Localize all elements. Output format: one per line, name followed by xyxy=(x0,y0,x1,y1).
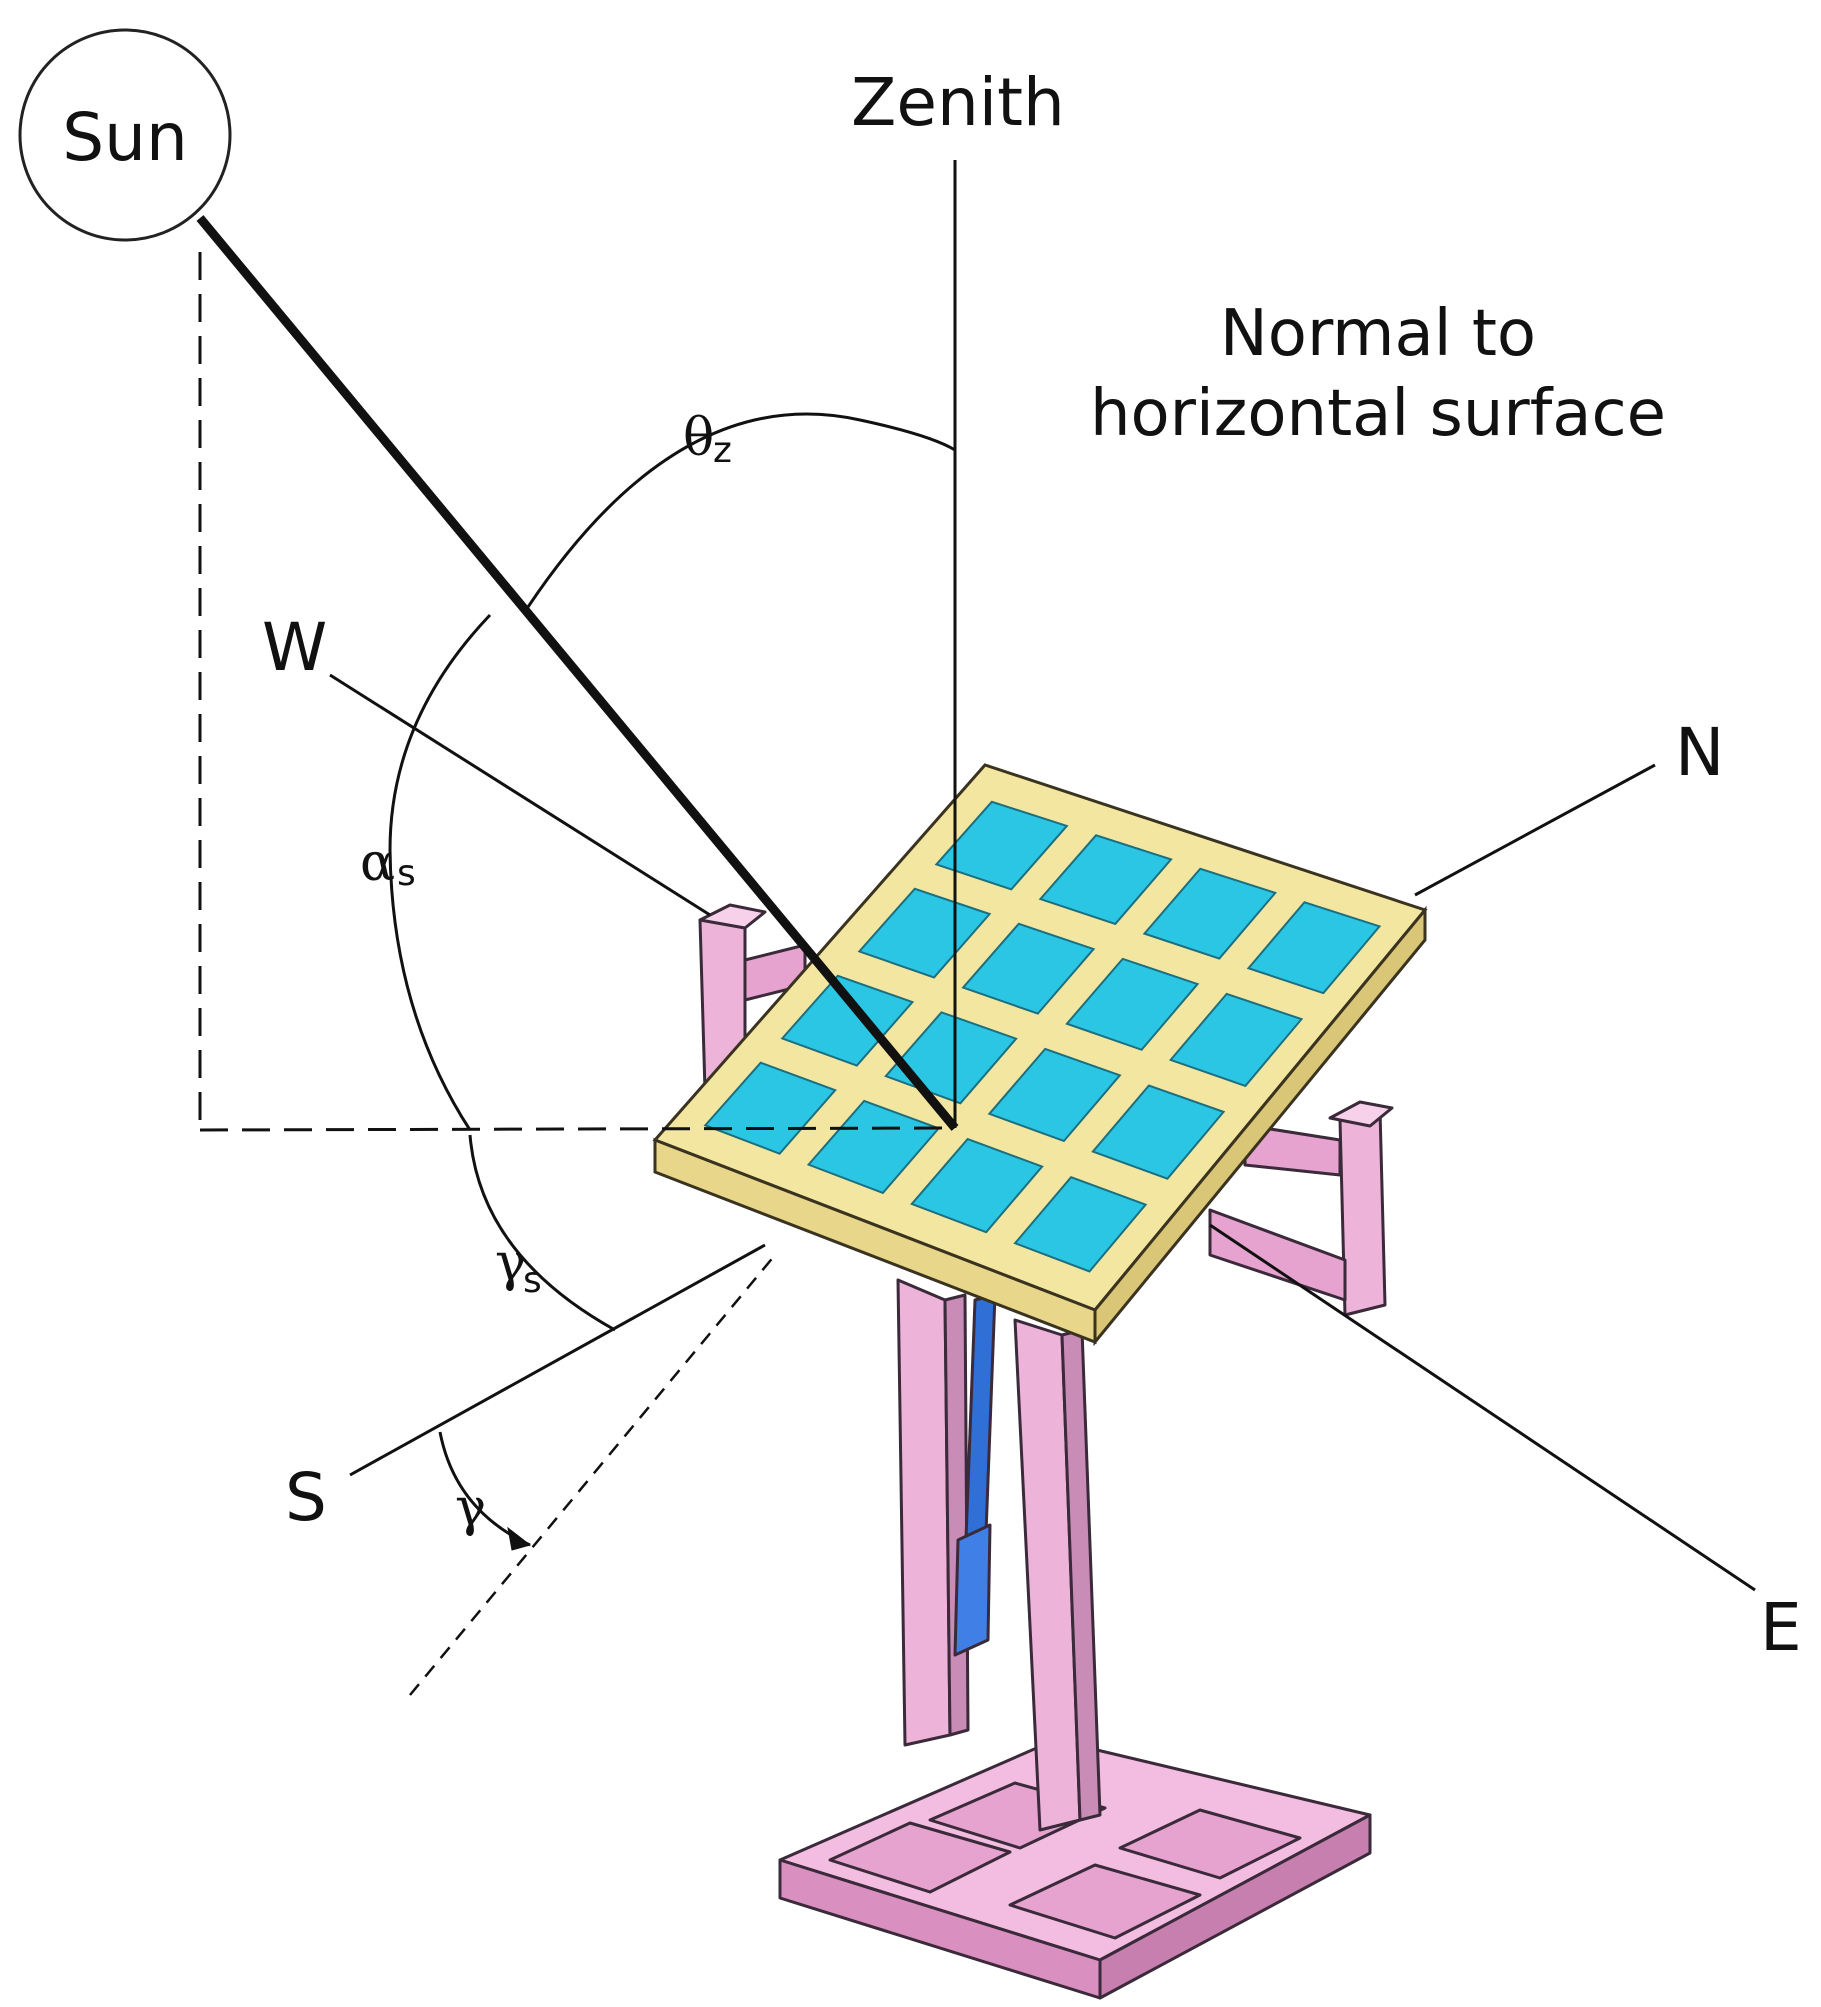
pv-cell xyxy=(987,1047,1122,1143)
solar-panel xyxy=(652,763,1428,1347)
reference-lines xyxy=(196,160,1756,1696)
base-plate-side xyxy=(1098,1813,1372,2000)
normal-label-line1: Normal to xyxy=(1220,297,1536,371)
altitude-angle-subscript: s xyxy=(397,853,416,894)
base-well xyxy=(828,1821,1012,1894)
zenith-label: Zenith xyxy=(851,64,1065,141)
solar-azimuth-arc xyxy=(468,1134,616,1332)
pv-cell xyxy=(961,922,1096,1015)
base-well xyxy=(1008,1863,1202,1940)
solar-azimuth-symbol: γ xyxy=(495,1233,526,1293)
right-bracket xyxy=(1338,1108,1387,1317)
north-axis-line xyxy=(1414,763,1656,897)
left-post-side xyxy=(943,1293,970,1737)
pv-cell xyxy=(780,974,915,1067)
sun-projection-dashed-line xyxy=(199,1126,956,1132)
pv-cell xyxy=(1168,992,1304,1088)
altitude-angle-label: α s xyxy=(360,833,416,894)
actuator-motor xyxy=(953,1523,992,1657)
pv-cell xyxy=(857,887,992,979)
surface-azimuth-dashed-line xyxy=(409,1254,776,1696)
south-label: S xyxy=(285,1459,327,1536)
normal-label-line2: horizontal surface xyxy=(1090,377,1666,451)
right-bracket-top xyxy=(1328,1100,1394,1128)
east-axis-line xyxy=(1209,1223,1756,1592)
altitude-angle-arc xyxy=(388,613,492,1131)
south-axis-line xyxy=(349,1243,766,1477)
pv-cell xyxy=(934,800,1069,891)
west-label: W xyxy=(262,609,327,686)
pv-cell xyxy=(1142,867,1278,960)
pv-cell xyxy=(1038,834,1173,926)
right-bracket-lower xyxy=(1208,1208,1347,1302)
zenith-angle-label: θ z xyxy=(683,408,732,471)
altitude-angle-symbol: α xyxy=(360,833,395,893)
pv-cell xyxy=(910,1137,1044,1234)
pv-cell xyxy=(703,1061,837,1155)
east-label: E xyxy=(1760,1589,1802,1666)
zenith-angle-symbol: θ xyxy=(683,408,714,468)
north-label: N xyxy=(1675,714,1724,791)
west-axis-line xyxy=(329,673,711,917)
sun-ray xyxy=(196,215,959,1131)
zenith-angle-subscript: z xyxy=(713,430,732,471)
base-well xyxy=(1118,1808,1302,1880)
solar-azimuth-label: γ s xyxy=(495,1233,542,1301)
sun-circle xyxy=(18,28,232,242)
sun-label: Sun xyxy=(62,99,188,176)
pv-cell xyxy=(1013,1176,1148,1273)
left-bracket-top xyxy=(698,903,767,930)
panel-cells xyxy=(703,800,1382,1273)
sun: Sun xyxy=(18,28,232,242)
pv-cell xyxy=(1246,901,1382,995)
surface-azimuth-arrowhead xyxy=(507,1526,532,1551)
surface-azimuth-label: γ xyxy=(455,1478,486,1538)
zenith-angle-arc xyxy=(526,412,956,608)
left-post xyxy=(896,1278,952,1747)
pv-cell xyxy=(1091,1084,1226,1180)
tracker-stand xyxy=(698,903,1394,2000)
panel-frame-side xyxy=(1093,905,1427,1347)
pv-cell xyxy=(1065,957,1200,1051)
solar-azimuth-subscript: s xyxy=(523,1260,542,1301)
